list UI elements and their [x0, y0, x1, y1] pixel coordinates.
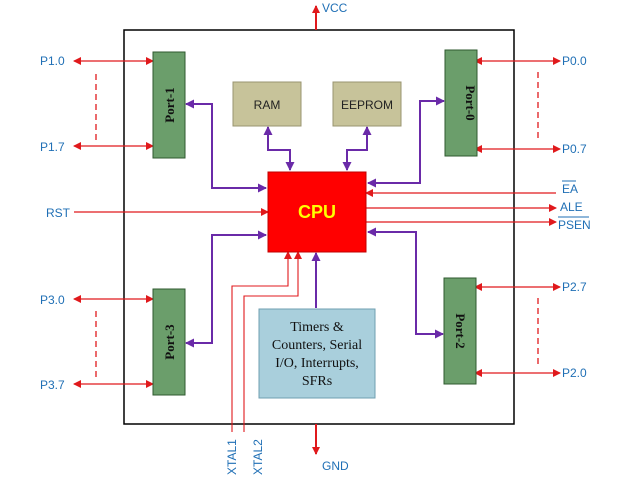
cpu-label: CPU — [298, 202, 336, 222]
bus-ram-cpu — [263, 126, 295, 171]
p0-0-label: P0.0 — [562, 54, 587, 68]
xtal2-line — [243, 251, 302, 424]
port-0-block: Port-0 — [444, 49, 478, 157]
rst-label: RST — [46, 206, 71, 220]
bus-port2-cpu — [367, 227, 444, 339]
p3-0-label: P3.0 — [40, 293, 65, 307]
vcc-label: VCC — [322, 1, 348, 15]
ram-block: RAM — [232, 81, 302, 127]
port-2-label: Port-2 — [453, 313, 468, 348]
ea-label: EA — [562, 182, 578, 196]
eeprom-block: EEPROM — [332, 81, 402, 127]
p1-7-label: P1.7 — [40, 140, 65, 154]
gnd-label: GND — [322, 459, 349, 473]
port-3-label: Port-3 — [162, 324, 177, 360]
port-0-label: Port-0 — [463, 85, 478, 120]
p0-7-label: P0.7 — [562, 142, 587, 156]
p1-0-label: P1.0 — [40, 54, 65, 68]
peripherals-line-2: Counters, Serial — [272, 338, 362, 353]
psen-label: PSEN — [558, 218, 591, 232]
bus-port0-cpu — [367, 96, 445, 188]
ram-label: RAM — [254, 98, 281, 112]
p2-7-label: P2.7 — [562, 280, 587, 294]
peripherals-line-3: I/O, Interrupts, — [275, 356, 359, 371]
peripherals-block: Timers & Counters, Serial I/O, Interrupt… — [258, 308, 376, 399]
peripherals-line-4: SFRs — [302, 374, 332, 389]
eeprom-label: EEPROM — [341, 98, 393, 112]
port-1-block: Port-1 — [152, 51, 186, 159]
port-3-block: Port-3 — [152, 288, 186, 396]
bus-port3-cpu — [185, 230, 267, 348]
bus-port1-cpu — [185, 99, 267, 193]
port-2-block: Port-2 — [443, 277, 477, 385]
port-1-label: Port-1 — [162, 87, 177, 122]
peripherals-line-1: Timers & — [290, 320, 344, 335]
ale-label: ALE — [560, 200, 583, 214]
xtal1-label: XTAL1 — [225, 439, 239, 475]
bus-eeprom-cpu — [342, 126, 372, 171]
p2-0-label: P2.0 — [562, 366, 587, 380]
xtal2-label: XTAL2 — [251, 439, 265, 475]
cpu-block: CPU — [267, 171, 367, 253]
p3-7-label: P3.7 — [40, 378, 65, 392]
